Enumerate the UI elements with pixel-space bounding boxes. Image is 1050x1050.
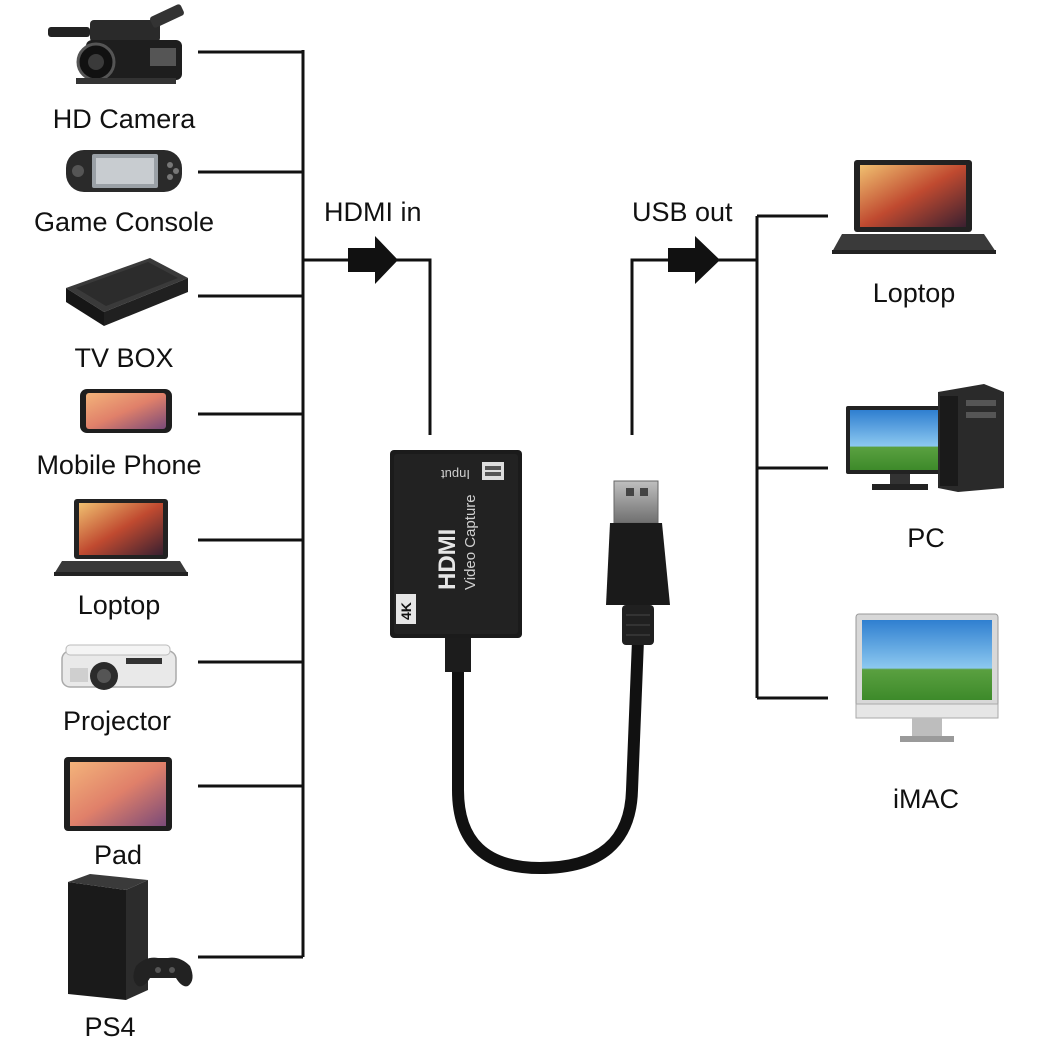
laptop-icon bbox=[832, 160, 996, 254]
projector-icon bbox=[61, 644, 177, 690]
tv-box-icon bbox=[66, 258, 188, 326]
tablet-icon bbox=[64, 757, 172, 831]
source-label-tv-box: TV BOX bbox=[74, 343, 174, 373]
device-4k-badge: 4K bbox=[398, 602, 414, 620]
source-label-pad: Pad bbox=[93, 840, 143, 870]
target-label-pc: PC bbox=[907, 523, 945, 553]
device-brand-text: HDMI bbox=[434, 529, 461, 590]
usb-out-connector-line bbox=[630, 258, 757, 435]
device-product-text: Video Capture bbox=[462, 494, 479, 590]
hdmi-capture-cable bbox=[452, 634, 644, 875]
laptop-icon bbox=[54, 499, 188, 576]
imac-icon bbox=[855, 613, 999, 742]
source-label-ps4: PS4 bbox=[84, 1012, 136, 1042]
desktop-pc-icon bbox=[846, 384, 1004, 492]
target-label-imac: iMAC bbox=[893, 784, 959, 814]
usb-out-arrow-icon bbox=[668, 236, 720, 284]
video-camera-icon bbox=[48, 4, 184, 84]
ps4-console-icon bbox=[68, 874, 193, 1000]
source-label-hd-camera: HD Camera bbox=[52, 104, 196, 134]
source-label-laptop: Loptop bbox=[77, 590, 161, 620]
source-label-game-console: Game Console bbox=[33, 207, 215, 237]
capture-device: Input HDMI Video Capture 4K bbox=[390, 450, 522, 672]
usb-out-header: USB out bbox=[632, 197, 733, 227]
hdmi-in-connector-line bbox=[303, 258, 432, 435]
target-bus bbox=[630, 214, 828, 700]
hdmi-in-header: HDMI in bbox=[324, 197, 422, 227]
source-bus bbox=[198, 50, 432, 959]
usb-plug bbox=[606, 480, 670, 645]
source-label-mobile-phone: Mobile Phone bbox=[36, 450, 202, 480]
mobile-phone-icon bbox=[80, 389, 172, 433]
hdmi-in-arrow-icon bbox=[348, 236, 398, 284]
target-label-laptop: Loptop bbox=[872, 278, 956, 308]
handheld-console-icon bbox=[66, 150, 182, 192]
source-label-projector: Projector bbox=[62, 706, 172, 736]
device-port-label: Input bbox=[441, 467, 470, 482]
